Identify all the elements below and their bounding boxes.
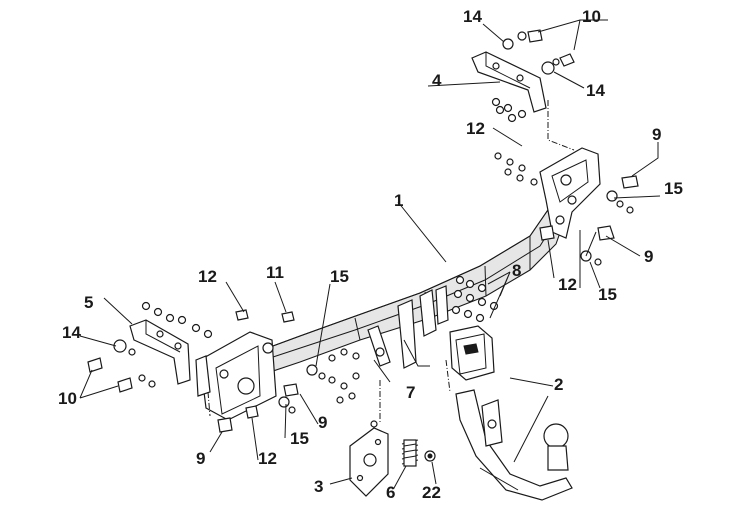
right-side-bracket <box>539 147 601 239</box>
callout-2: 2 <box>554 375 564 394</box>
left-bracket-part-5 <box>129 319 191 385</box>
callout-11: 11 <box>266 263 284 282</box>
callout-14-top: 14 <box>463 7 482 26</box>
socket-housing <box>449 325 495 381</box>
callout-15-right-bottom: 15 <box>598 285 617 304</box>
callout-5: 5 <box>84 293 94 312</box>
callout-15-right: 15 <box>664 179 683 198</box>
leader-lines <box>79 19 661 489</box>
callout-10-left: 10 <box>58 389 77 408</box>
callout-12-top: 12 <box>466 119 485 138</box>
fasteners <box>87 29 639 433</box>
callout-9-right-top: 9 <box>652 125 662 144</box>
spring-part-6 <box>401 439 419 467</box>
callout-6: 6 <box>386 483 396 502</box>
callout-22: 22 <box>422 483 441 502</box>
nut-part-22 <box>424 450 436 462</box>
callout-12-left: 12 <box>198 267 217 286</box>
callout-1: 1 <box>394 191 404 210</box>
callout-9-left: 9 <box>196 449 206 468</box>
callout-8: 8 <box>512 261 522 280</box>
callout-15-mid: 15 <box>330 267 349 286</box>
callout-14-left: 14 <box>62 323 81 342</box>
left-side-bracket <box>195 331 277 421</box>
callout-9-mid: 9 <box>318 413 328 432</box>
upper-bracket-part-4 <box>471 51 547 113</box>
callout-14-right: 14 <box>586 81 605 100</box>
callout-15-bottom: 15 <box>290 429 309 448</box>
callout-12-bottom: 12 <box>258 449 277 468</box>
callout-9-right-bottom: 9 <box>644 247 654 266</box>
callout-10-top: 10 <box>582 7 601 26</box>
callout-4: 4 <box>432 71 442 90</box>
mount-bracket-part-7 <box>367 285 449 369</box>
callout-7: 7 <box>406 383 416 402</box>
callout-3: 3 <box>314 477 324 496</box>
callout-12-right: 12 <box>558 275 577 294</box>
towball-neck-part-2 <box>455 389 573 501</box>
socket-plate-part-3 <box>349 427 389 497</box>
